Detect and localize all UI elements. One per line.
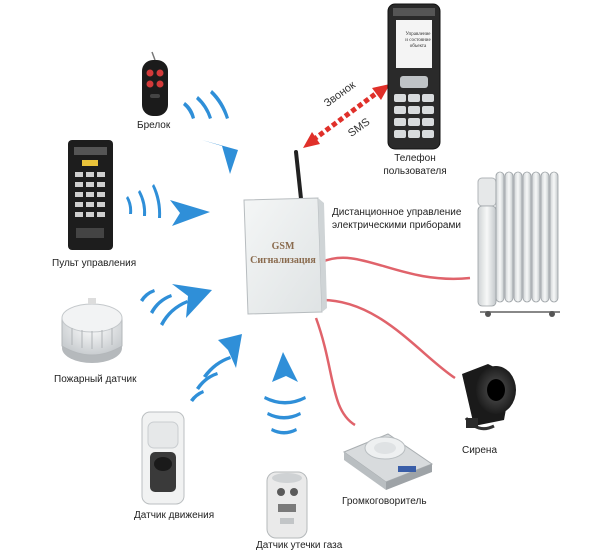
- phone-label-line1: Телефон: [394, 153, 436, 164]
- loudspeaker-icon: [342, 433, 434, 490]
- phone-screen-text: Управление и состояние объекта: [400, 32, 436, 50]
- speaker-label: Громкоговоритель: [342, 496, 427, 507]
- gsm-hub: [243, 150, 327, 315]
- signal-panel: [126, 184, 210, 226]
- siren-icon: [462, 364, 516, 431]
- control-panel-label: Пульт управления: [52, 258, 137, 269]
- remote-control-line2: электрическими приборами: [332, 220, 461, 231]
- wires: [314, 256, 471, 427]
- smoke-detector-icon: [61, 298, 123, 363]
- hub-label-line2: Сигнализация: [250, 255, 316, 266]
- call-sms-arrow: [303, 84, 390, 148]
- signal-keyfob: [183, 90, 238, 174]
- motion-sensor-icon: [141, 411, 185, 505]
- signal-waves: [126, 90, 306, 435]
- signal-gas: [264, 352, 306, 435]
- mobile-phone-icon: [387, 3, 441, 150]
- remote-control-line1: Дистанционное управление: [332, 207, 462, 218]
- wire-to-heater: [321, 256, 471, 281]
- signal-motion: [190, 334, 242, 402]
- remote-control-label: Дистанционное управление электрическими …: [332, 206, 461, 232]
- motion-sensor-label: Датчик движения: [134, 510, 215, 521]
- fire-sensor-label: Пожарный датчик: [54, 374, 137, 385]
- gas-sensor-icon: [266, 471, 308, 539]
- siren-label: Сирена: [462, 445, 498, 456]
- keyfob-label: Брелок: [137, 120, 171, 131]
- phone-screen-line1: Управление: [405, 32, 431, 37]
- keyfob-icon: [142, 51, 168, 116]
- keypad-icon: [68, 140, 113, 250]
- gas-sensor-label: Датчик утечки газа: [256, 540, 343, 551]
- phone-screen-line3: объекта: [409, 44, 427, 49]
- oil-heater-icon: [477, 171, 560, 317]
- wire-to-speaker: [314, 317, 356, 427]
- signal-fire: [140, 284, 212, 326]
- wire-to-siren: [321, 298, 456, 380]
- phone-label: Телефон пользователя: [378, 152, 452, 178]
- phone-screen-line2: и состояние: [405, 38, 431, 43]
- hub-label-line1: GSM: [271, 241, 295, 252]
- hub-label: GSM Сигнализация: [247, 240, 319, 268]
- phone-label-line2: пользователя: [383, 166, 447, 177]
